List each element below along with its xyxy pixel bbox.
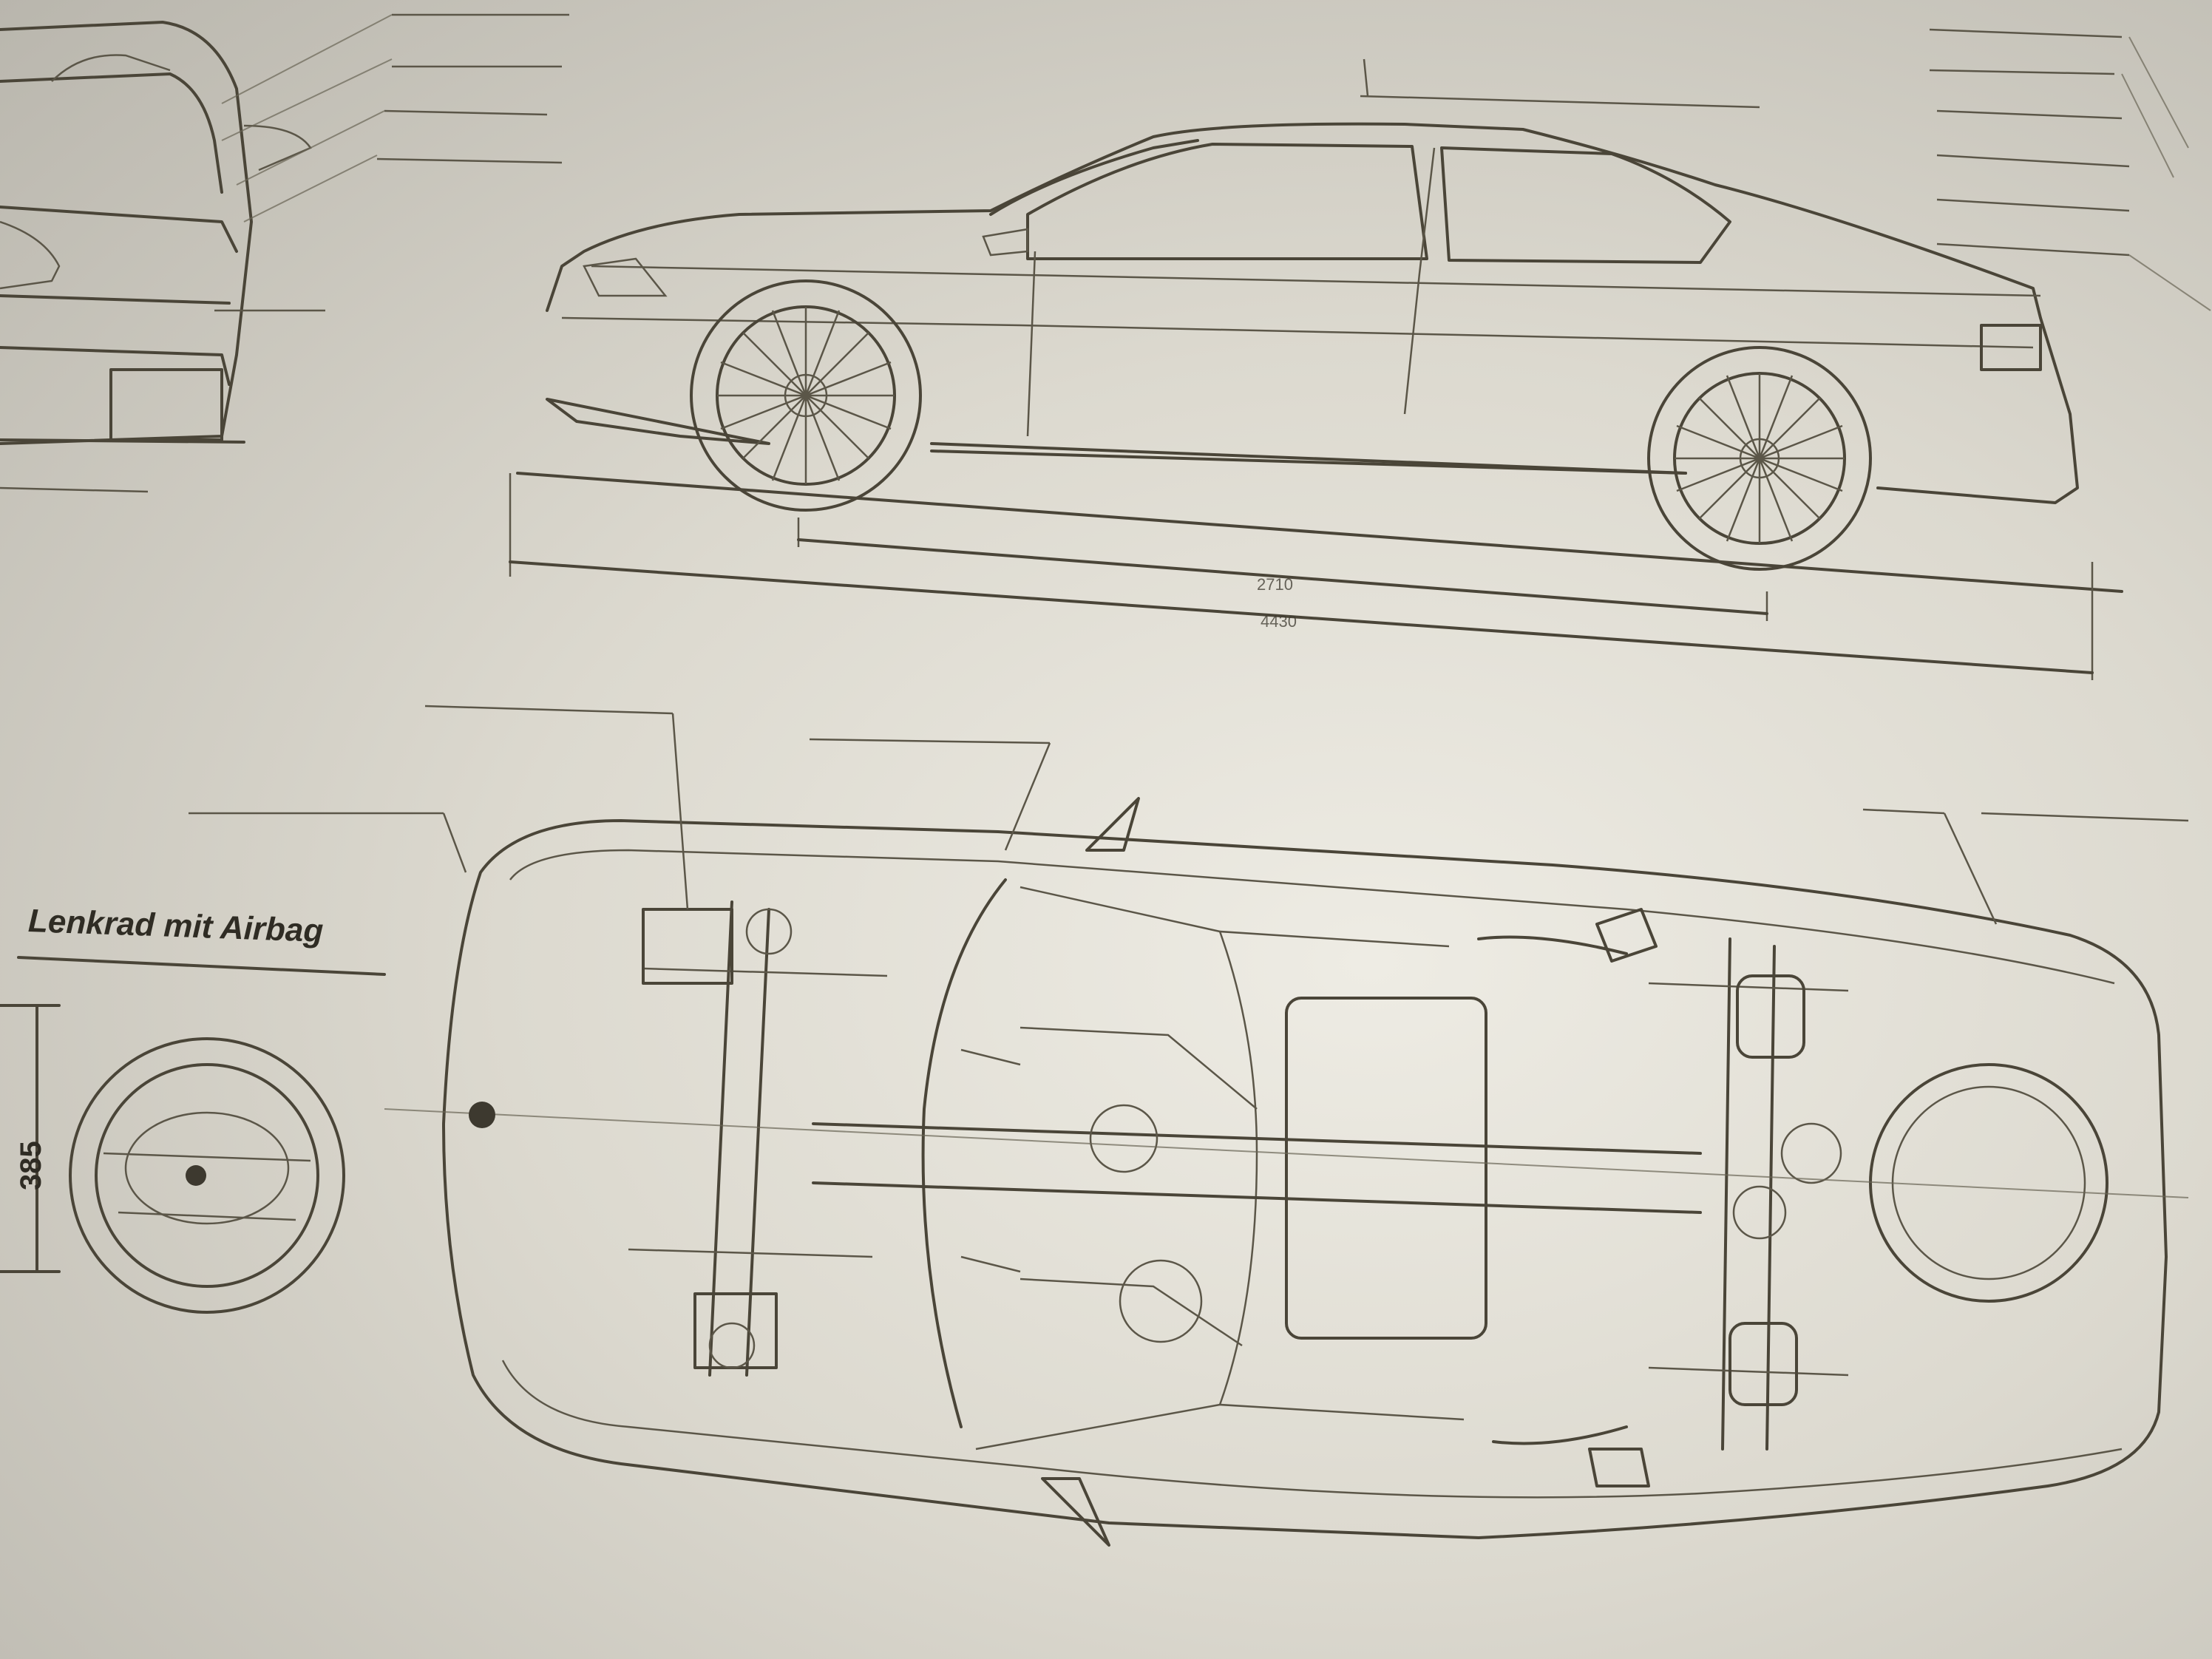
steering-wheel-drawing: [0, 956, 386, 1314]
top-view-car: [189, 705, 2189, 1547]
front-view-label-stubs: [376, 13, 569, 164]
wheel-logo: [186, 1165, 206, 1186]
length-dimension: 4430: [1261, 612, 1297, 631]
wheelbase-dimension: 2710: [1257, 575, 1293, 594]
front-view-car: [0, 14, 393, 493]
side-view-label-stubs: [1929, 28, 2211, 311]
side-view-car: [509, 58, 2123, 680]
steering-wheel-dimension: 385: [15, 1141, 47, 1190]
